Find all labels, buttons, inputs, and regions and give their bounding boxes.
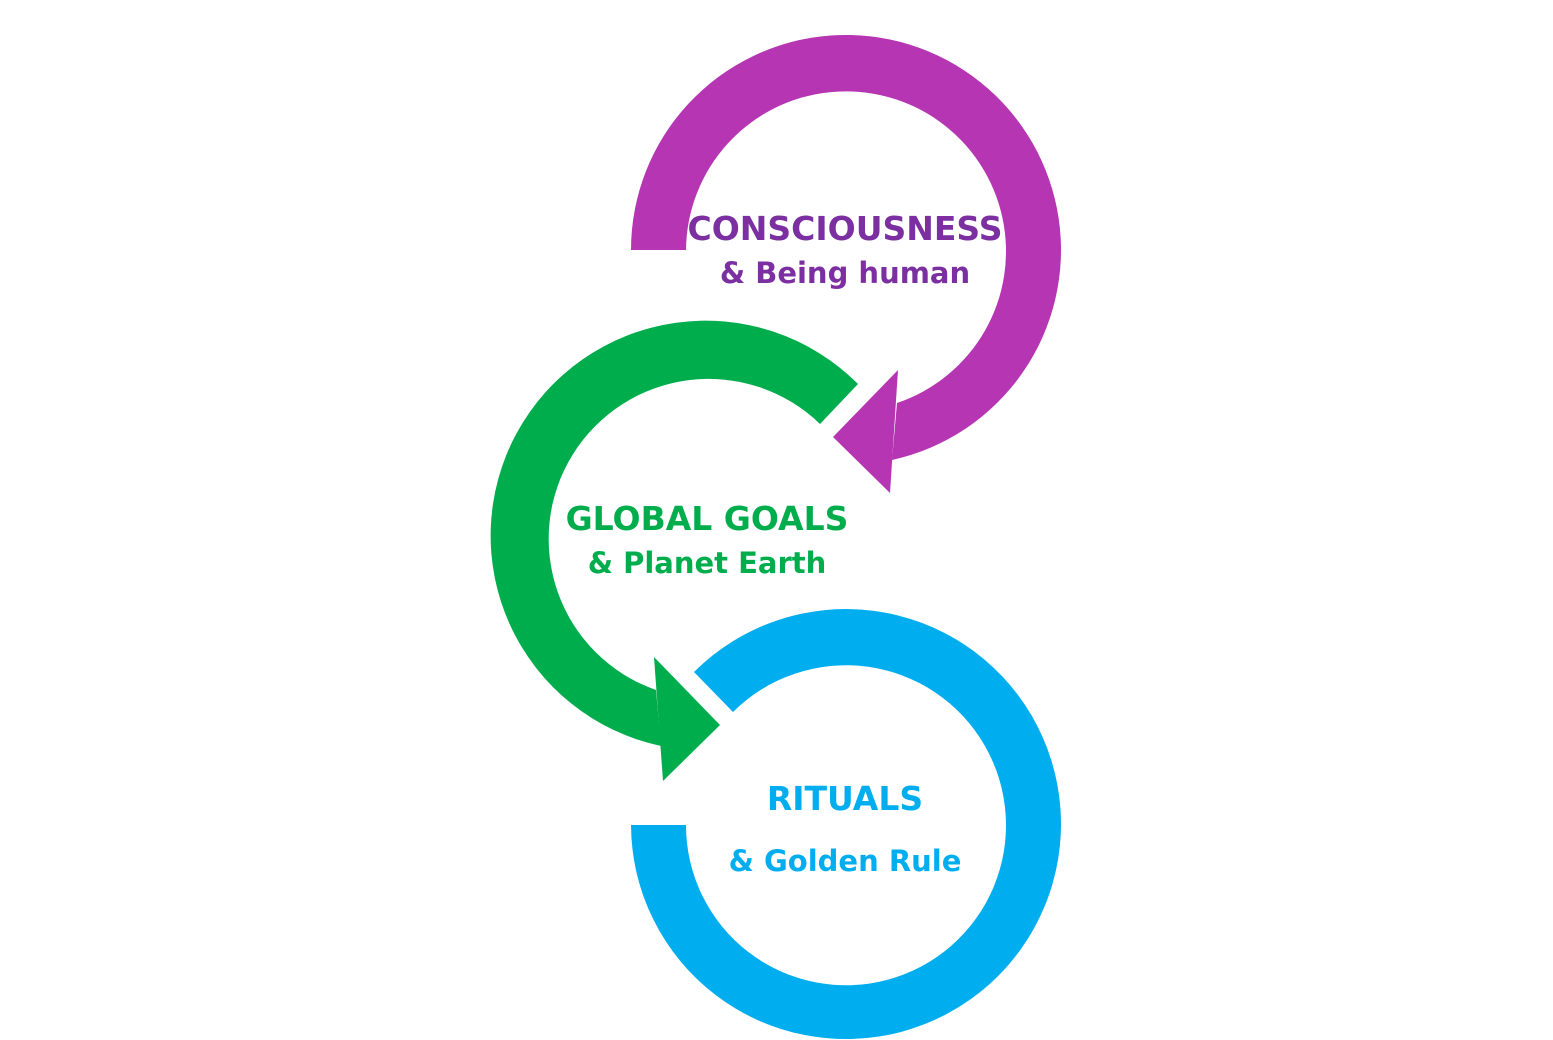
global-goals-subtitle: & Planet Earth bbox=[588, 546, 827, 580]
consciousness-arrowhead bbox=[833, 370, 898, 493]
rituals-subtitle: & Golden Rule bbox=[729, 844, 962, 878]
consciousness-subtitle: & Being human bbox=[720, 256, 970, 290]
rituals-arrow bbox=[631, 609, 1061, 1040]
global-goals-ring bbox=[490, 320, 858, 746]
global-goals-arrow bbox=[490, 320, 858, 781]
consciousness-title: CONSCIOUSNESS bbox=[688, 209, 1003, 248]
rituals-title: RITUALS bbox=[767, 779, 923, 818]
rituals-ring bbox=[631, 609, 1061, 1040]
global-goals-title: GLOBAL GOALS bbox=[566, 499, 849, 538]
global-goals-arrowhead bbox=[654, 657, 720, 781]
consciousness-arrow bbox=[631, 34, 1061, 493]
